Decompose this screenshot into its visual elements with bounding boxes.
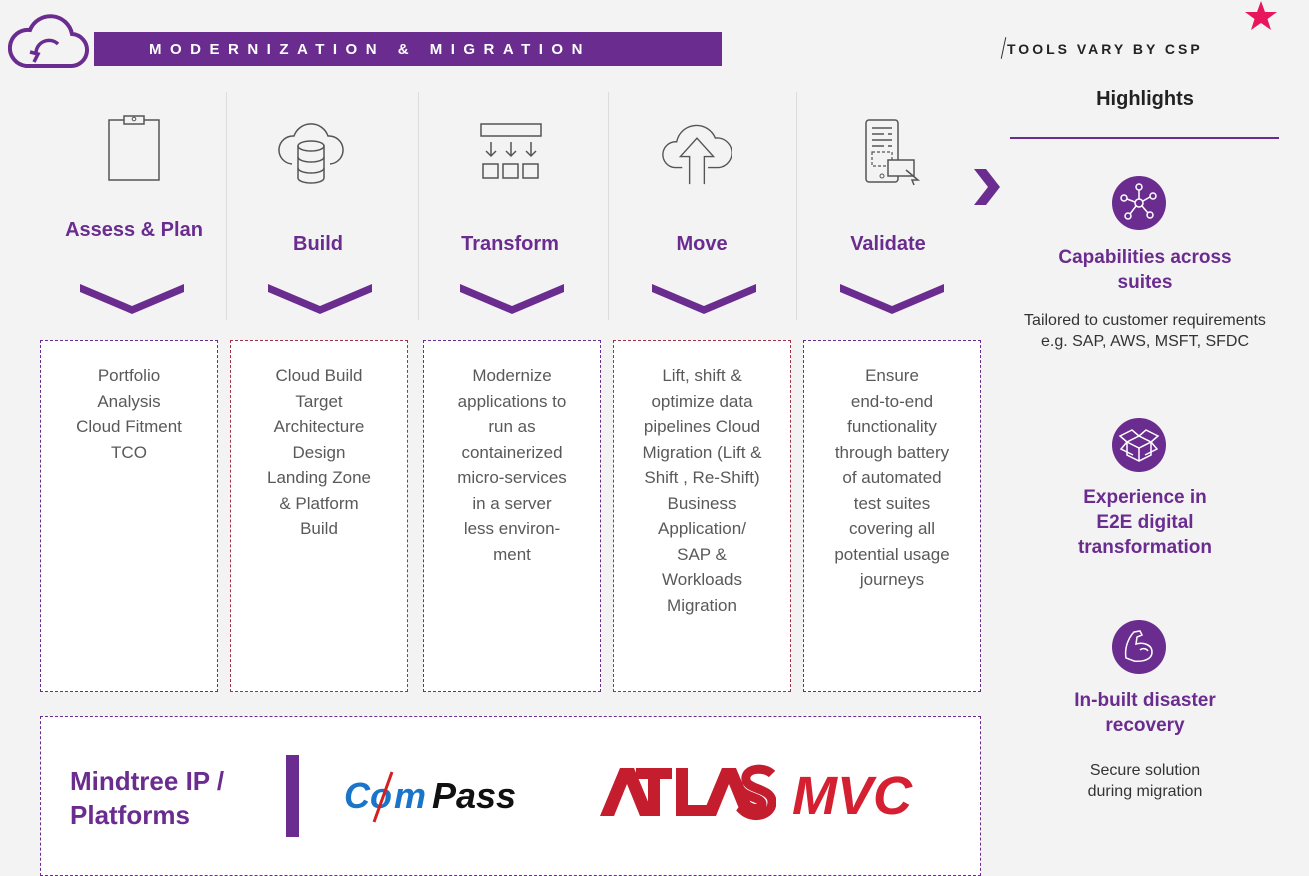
highlight-title: In-built disaster recovery <box>1074 690 1216 736</box>
highlight-description: Secure solution during migration <box>1087 762 1203 800</box>
svg-text:C: C <box>344 775 371 816</box>
chevron-down-icon <box>840 284 944 314</box>
mvc-logo: MVC <box>792 766 913 822</box>
chevron-down-icon <box>460 284 564 314</box>
divider <box>1000 37 1007 59</box>
chevron-down-icon <box>268 284 372 314</box>
chevron-down-icon <box>80 284 184 314</box>
stage-title-transform: Transform <box>461 233 559 255</box>
platforms-panel <box>40 716 981 876</box>
tools-note: TOOLS VARY BY CSP <box>1007 41 1203 57</box>
highlight-title: Experience in E2E digital transformation <box>1077 487 1213 558</box>
highlight-title: Capabilities across suites <box>1058 247 1232 293</box>
divider <box>608 92 609 320</box>
divider <box>286 755 299 837</box>
svg-text:Pass: Pass <box>432 775 516 816</box>
svg-text:m: m <box>394 775 426 816</box>
strong-arm-icon <box>1112 620 1166 674</box>
divider <box>1010 137 1279 139</box>
cloud-database-icon <box>278 123 344 184</box>
divider <box>796 92 797 320</box>
highlight-description: Tailored to customer requirements e.g. S… <box>1024 312 1266 350</box>
open-box-icon <box>1112 418 1166 472</box>
stage-title-build: Build <box>293 233 343 255</box>
compass-logo: C o m Pass <box>344 771 516 823</box>
svg-text:MVC: MVC <box>792 766 913 822</box>
mobile-validate-icon <box>865 119 921 186</box>
cloud-upload-icon <box>662 124 732 185</box>
chevron-down-icon <box>652 284 756 314</box>
stage-title-validate: Validate <box>850 233 926 255</box>
transform-blocks-icon <box>480 123 542 179</box>
page-title: MODERNIZATION & MIGRATION <box>94 32 722 66</box>
divider <box>226 92 227 320</box>
cloud-refresh-icon <box>8 14 89 69</box>
star-icon <box>1245 1 1277 30</box>
atlas-logo <box>600 764 776 821</box>
divider <box>418 92 419 320</box>
stage-title-move: Move <box>676 233 728 255</box>
network-nodes-icon <box>1112 176 1166 230</box>
stage-title-assess-plan: Assess & Plan <box>65 219 203 241</box>
clipboard-icon <box>108 115 160 181</box>
chevron-right-icon <box>974 169 1000 205</box>
highlights-heading: Highlights <box>1096 88 1194 110</box>
platforms-title: Mindtree IP / Platforms <box>70 766 225 830</box>
